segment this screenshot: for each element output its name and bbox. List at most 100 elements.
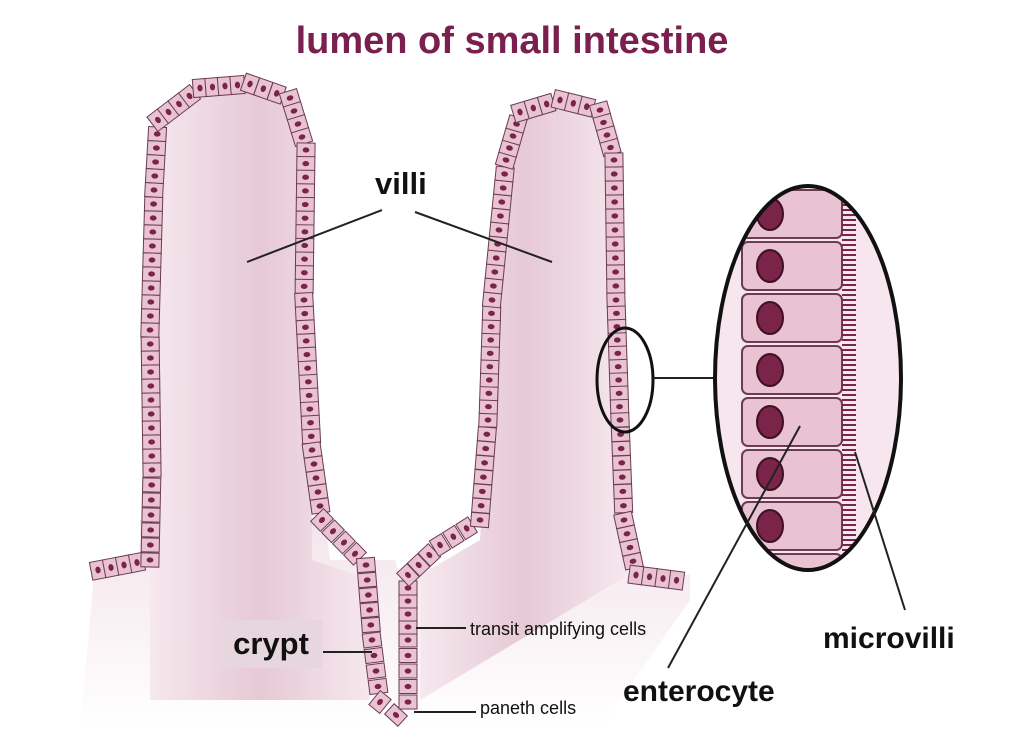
epithelial-cell [140, 336, 160, 352]
epithelial-cell [398, 648, 418, 663]
epithelial-cell [609, 385, 629, 402]
epithelial-cell [599, 137, 622, 158]
epithelial-cell [441, 524, 465, 549]
epithelial-cell [481, 305, 502, 322]
epithelial-cell [142, 477, 162, 493]
epithelial-cell [604, 166, 624, 182]
epithelial-cell [141, 392, 161, 408]
epithelial-cell [141, 406, 161, 422]
epithelial-cell [490, 207, 511, 225]
epithelial-cell [357, 571, 378, 589]
epithelial-cell [142, 252, 162, 268]
epithelial-cell [627, 564, 645, 586]
epithelial-cell [365, 662, 387, 680]
epithelial-cell [101, 556, 121, 579]
microvilli-label: microvilli [823, 622, 955, 655]
epithelial-cell [298, 373, 319, 390]
epithelial-cell [141, 522, 161, 538]
epithelial-cell [383, 703, 409, 727]
epithelial-cell [609, 398, 630, 415]
epithelial-cell [484, 263, 505, 281]
epithelial-cell [398, 663, 418, 679]
epithelial-cell [141, 266, 162, 282]
epithelial-cell [191, 77, 209, 99]
epithelial-cell [297, 346, 317, 363]
epithelial-cell [140, 552, 160, 568]
epithelial-cell [290, 127, 314, 147]
epithelial-cell [141, 434, 162, 450]
epithelial-cell [363, 646, 385, 665]
zoom-inset [713, 184, 903, 572]
epithelial-cell [486, 249, 507, 267]
epithelial-cell [622, 551, 644, 571]
enterocyte-cell [741, 345, 843, 395]
epithelial-cell [355, 556, 377, 574]
epithelial-cell [142, 462, 162, 478]
epithelial-cell [491, 193, 512, 211]
epithelial-cell [606, 278, 626, 294]
paneth-cells-label: paneth cells [480, 698, 577, 718]
epithelial-cell [604, 152, 624, 168]
epithelial-cell [303, 455, 325, 473]
epithelial-cell [295, 319, 316, 336]
enterocyte-label: enterocyte [623, 675, 775, 708]
epithelial-cell [305, 469, 327, 487]
epithelial-cell [301, 428, 322, 445]
epithelial-cell [536, 92, 557, 116]
epithelial-cell [216, 75, 234, 97]
epithelial-cell [296, 142, 316, 158]
epithelial-cell [612, 469, 633, 486]
epithelial-cell [320, 519, 346, 544]
epithelial-cell [480, 358, 500, 375]
epithelial-cell [143, 196, 164, 212]
epithelial-cell [481, 291, 503, 309]
epithelial-cell [299, 401, 320, 418]
villi-label: villi [375, 166, 427, 201]
epithelial-cell [604, 180, 625, 196]
epithelial-cell [479, 385, 499, 402]
epithelial-cell [469, 511, 491, 529]
diagram-title: lumen of small intestine [295, 20, 729, 62]
epithelial-cell [608, 345, 628, 362]
epithelial-cell [367, 677, 389, 696]
epithelial-cell [550, 88, 570, 112]
epithelial-cell [480, 345, 500, 362]
epithelial-cell [473, 468, 494, 486]
epithelial-cell [611, 454, 632, 471]
enterocyte-cell [741, 501, 843, 551]
epithelial-cell [141, 294, 161, 310]
epithelial-cell [141, 492, 161, 508]
enterocyte-cell [741, 293, 843, 343]
epithelial-cell [605, 250, 626, 266]
epithelial-cell [480, 332, 501, 348]
enterocyte-cell [741, 553, 843, 570]
epithelial-cell [144, 181, 164, 199]
epithelial-cell [472, 483, 493, 500]
epithelial-cell [140, 350, 161, 366]
epithelial-cell [605, 264, 626, 280]
villus-right [420, 97, 628, 700]
epithelial-cell [295, 210, 315, 226]
epithelial-cell [368, 689, 392, 715]
zoom-source-oval [595, 326, 655, 434]
leader-lines [246, 209, 906, 713]
epithelial-cell [611, 440, 631, 457]
epithelial-cell-layer [88, 72, 686, 727]
epithelial-cell [141, 420, 162, 436]
enterocyte-cell [741, 241, 843, 291]
epithelial-cell [140, 322, 160, 338]
epithelial-cell [398, 632, 418, 648]
epithelial-cell [406, 552, 431, 578]
epithelial-cell [654, 568, 672, 589]
epithelial-cell [296, 332, 317, 349]
enterocyte-cell [741, 449, 843, 499]
epithelial-cell [613, 510, 635, 530]
epithelial-cell [613, 483, 633, 500]
epithelial-cell [398, 606, 418, 622]
epithelial-cell [398, 694, 418, 710]
epithelial-cell [143, 224, 163, 240]
epithelial-cell [146, 139, 167, 157]
epithelial-cell [359, 601, 380, 619]
epithelial-cell [361, 631, 383, 649]
